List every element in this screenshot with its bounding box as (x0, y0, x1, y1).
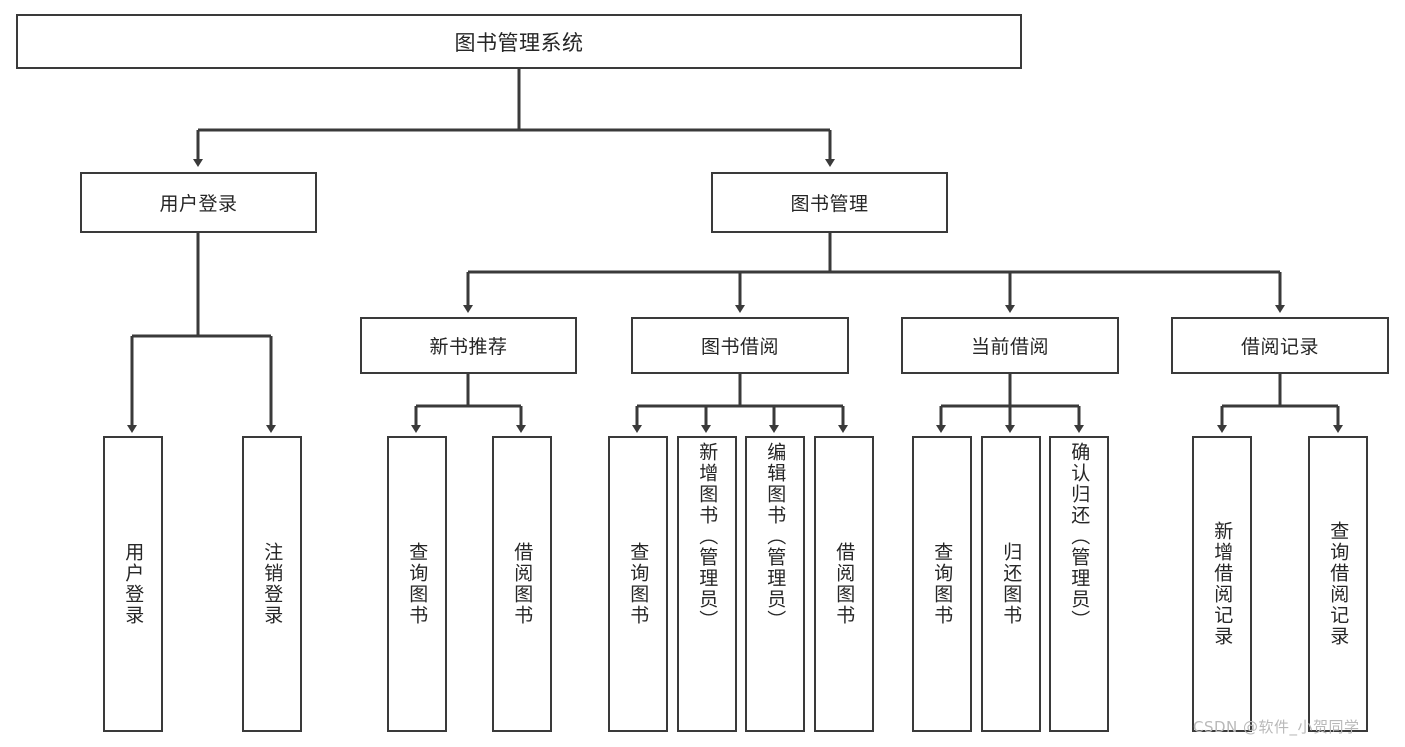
node-label: 注销登录 (261, 542, 284, 626)
node-label: 用户登录 (159, 193, 238, 215)
node-label: 查询图书 (406, 542, 429, 626)
leaf-record-query-record[interactable]: 查询借阅记录 (1308, 436, 1368, 732)
node-new-book-recommend[interactable]: 新书推荐 (360, 317, 577, 374)
leaf-borrow-edit-book[interactable]: 编辑图书（管理员） (745, 436, 805, 732)
node-label: 查询图书 (627, 542, 650, 626)
node-book-borrow[interactable]: 图书借阅 (631, 317, 849, 374)
node-label: 归还图书 (1000, 542, 1023, 626)
node-root-system[interactable]: 图书管理系统 (16, 14, 1022, 69)
node-label: 借阅记录 (1240, 336, 1319, 358)
leaf-borrow-borrow-book[interactable]: 借阅图书 (814, 436, 874, 732)
node-borrow-record[interactable]: 借阅记录 (1171, 317, 1389, 374)
node-label: 新书推荐 (429, 336, 508, 358)
leaf-recommend-query-book[interactable]: 查询图书 (387, 436, 447, 732)
leaf-current-return-book[interactable]: 归还图书 (981, 436, 1041, 732)
csdn-watermark: CSDN @软件_小贺同学 (1193, 718, 1360, 736)
leaf-borrow-query-book[interactable]: 查询图书 (608, 436, 668, 732)
leaf-user-login-signin[interactable]: 用户登录 (103, 436, 163, 732)
node-label: 当前借阅 (970, 336, 1049, 358)
leaf-borrow-add-book[interactable]: 新增图书（管理员） (677, 436, 737, 732)
leaf-user-login-signout[interactable]: 注销登录 (242, 436, 302, 732)
node-user-login[interactable]: 用户登录 (80, 172, 317, 233)
node-label: 借阅图书 (833, 542, 856, 626)
node-label: 确认归还（管理员） (1068, 442, 1091, 631)
node-current-borrow[interactable]: 当前借阅 (901, 317, 1119, 374)
leaf-current-query-book[interactable]: 查询图书 (912, 436, 972, 732)
leaf-current-confirm-return[interactable]: 确认归还（管理员） (1049, 436, 1109, 732)
node-label: 查询借阅记录 (1327, 521, 1350, 647)
leaf-recommend-borrow-book[interactable]: 借阅图书 (492, 436, 552, 732)
node-label: 新增图书（管理员） (696, 442, 719, 631)
node-label: 新增借阅记录 (1211, 521, 1234, 647)
node-label: 图书借阅 (700, 336, 779, 358)
node-label: 编辑图书（管理员） (764, 442, 787, 631)
node-book-management[interactable]: 图书管理 (711, 172, 948, 233)
leaf-record-add-record[interactable]: 新增借阅记录 (1192, 436, 1252, 732)
node-label: 用户登录 (122, 542, 145, 626)
node-label: 图书管理系统 (454, 30, 584, 55)
node-label: 借阅图书 (511, 542, 534, 626)
node-label: 图书管理 (790, 193, 869, 215)
node-label: 查询图书 (931, 542, 954, 626)
